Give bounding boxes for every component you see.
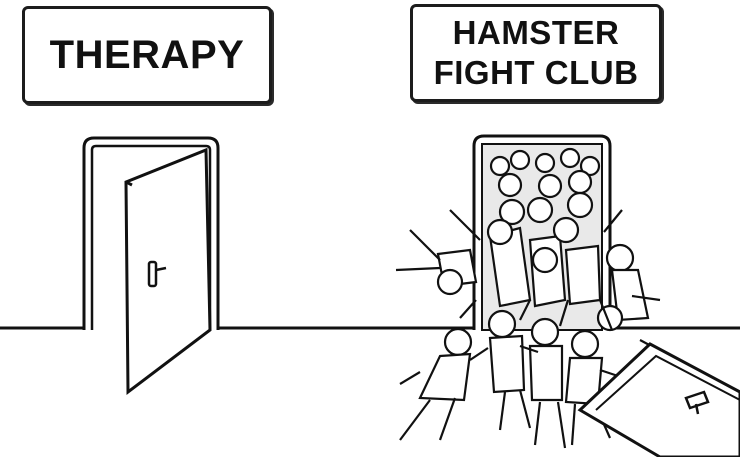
door-handle-icon bbox=[684, 390, 710, 415]
fight-club-sign: HAMSTER FIGHT CLUB bbox=[410, 4, 662, 102]
fallen-door bbox=[577, 342, 740, 457]
therapy-door[interactable] bbox=[82, 136, 220, 395]
fight-club-sign-line1: HAMSTER bbox=[452, 14, 620, 51]
crowd-illustration bbox=[395, 147, 667, 449]
door-handle-icon bbox=[147, 260, 167, 288]
therapy-sign: THERAPY bbox=[22, 6, 272, 104]
fight-club-sign-line2: FIGHT CLUB bbox=[433, 54, 639, 91]
therapy-sign-label: THERAPY bbox=[49, 32, 245, 77]
